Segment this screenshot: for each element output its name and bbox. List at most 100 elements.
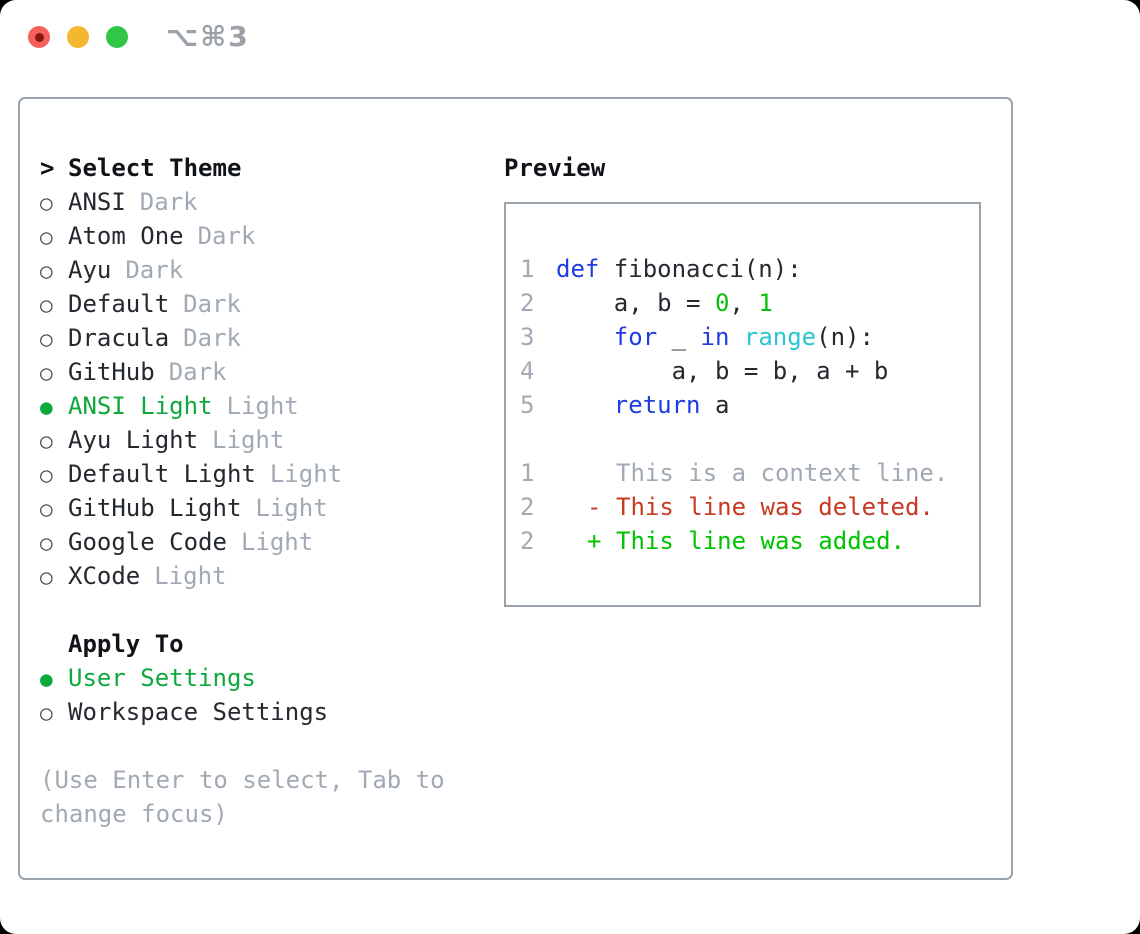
- radio-icon: ○: [40, 259, 53, 283]
- titlebar: ⌥⌘3: [0, 0, 1140, 75]
- code-line: 1 def fibonacci(n):: [520, 252, 979, 286]
- line-number: 2: [520, 527, 535, 555]
- theme-variant: Light: [212, 426, 285, 454]
- theme-variant: Dark: [197, 222, 256, 250]
- radio-icon: ○: [40, 463, 53, 487]
- code-content: def fibonacci(n):: [556, 255, 802, 283]
- code-content: a, b = b, a + b: [556, 357, 889, 385]
- line-number: 5: [520, 391, 535, 419]
- code-token: [556, 391, 614, 419]
- hint-text: (Use Enter to select, Tab to change focu…: [40, 766, 445, 828]
- radio-icon: ○: [40, 327, 53, 351]
- theme-variant: Light: [269, 460, 343, 488]
- theme-option[interactable]: ○ ANSI Dark: [40, 185, 500, 219]
- radio-icon: ●: [40, 667, 53, 691]
- code-content: a, b = 0, 1: [556, 289, 773, 317]
- theme-name: Google Code: [68, 528, 227, 556]
- diff-line: 2+This line was added.: [520, 524, 979, 558]
- code-token: range: [743, 323, 817, 351]
- line-number: 2: [520, 289, 535, 317]
- zoom-button[interactable]: [106, 26, 128, 48]
- diff-line: 1 This is a context line.: [520, 456, 979, 490]
- theme-variant: Dark: [139, 188, 198, 216]
- theme-variant: Dark: [183, 290, 241, 318]
- diff-marker-icon: [587, 456, 616, 490]
- diff-text: This line was deleted.: [616, 493, 934, 521]
- window-title: ⌥⌘3: [166, 20, 250, 53]
- theme-option[interactable]: ○ GitHub Dark: [40, 355, 500, 389]
- minimize-button[interactable]: [67, 26, 89, 48]
- theme-name: Default: [68, 290, 170, 318]
- code-token: _: [657, 323, 701, 351]
- theme-name: GitHub: [68, 358, 155, 386]
- code-token: [729, 323, 743, 351]
- code-token: 0: [714, 289, 730, 317]
- apply-to-option[interactable]: ○ Workspace Settings: [40, 695, 500, 729]
- code-line: 2 a, b = 0, 1: [520, 286, 979, 320]
- apply-to-label: Workspace Settings: [68, 698, 329, 726]
- apply-to-title: Apply To: [68, 630, 184, 658]
- theme-name: ANSI: [68, 188, 126, 216]
- code-token: in: [700, 323, 730, 351]
- line-number: 2: [520, 493, 535, 521]
- radio-icon: ○: [40, 191, 53, 215]
- diff-preview: 1 This is a context line. 2 -This line was…: [520, 456, 979, 558]
- theme-name: GitHub Light: [68, 494, 242, 522]
- apply-to-label: User Settings: [68, 664, 256, 692]
- line-number: 1: [520, 255, 535, 283]
- theme-variant: Dark: [168, 358, 227, 386]
- line-number: 3: [520, 323, 535, 351]
- diff-line: 2 -This line was deleted.: [520, 490, 979, 524]
- diff-marker-icon: -: [587, 493, 602, 521]
- apply-to-header: Apply To: [40, 627, 500, 661]
- apply-to-section: Apply To ● User Settings ○ Workspace Settin…: [40, 627, 500, 729]
- diff-text: This is a context line.: [616, 459, 949, 487]
- radio-icon: ○: [40, 565, 53, 589]
- close-button[interactable]: [28, 26, 50, 48]
- code-token: for: [613, 323, 658, 351]
- theme-variant: Dark: [183, 324, 241, 352]
- code-token: def: [556, 255, 600, 283]
- apply-to-list: ● User Settings ○ Workspace Settings: [40, 661, 500, 729]
- code-token: [556, 323, 614, 351]
- code-line: 5 return a: [520, 388, 979, 422]
- diff-text: This line was added.: [616, 527, 905, 555]
- preview-spacer: [520, 422, 979, 456]
- theme-name: XCode: [68, 562, 141, 590]
- code-content: for _ in range(n):: [556, 323, 874, 351]
- theme-variant: Dark: [125, 256, 184, 284]
- radio-icon: ○: [40, 701, 53, 725]
- close-dot-icon: [34, 32, 44, 42]
- code-content: return a: [556, 391, 730, 419]
- focus-caret-icon: >: [40, 154, 55, 182]
- preview-header: Preview: [504, 154, 606, 182]
- window-controls: [28, 26, 128, 48]
- line-number: 1: [520, 459, 535, 487]
- theme-option[interactable]: ○ GitHub Light Light: [40, 491, 500, 525]
- apply-to-option[interactable]: ● User Settings: [40, 661, 500, 695]
- code-token: (n):: [816, 323, 874, 351]
- theme-variant: Light: [240, 528, 314, 556]
- code-token: a, b = b, a + b: [556, 357, 889, 385]
- radio-icon: ○: [40, 497, 53, 521]
- theme-variant: Light: [255, 494, 328, 522]
- radio-icon: ○: [40, 361, 53, 385]
- code-line: 4 a, b = b, a + b: [520, 354, 979, 388]
- radio-icon: ○: [40, 429, 53, 453]
- code-line: 3 for _ in range(n):: [520, 320, 979, 354]
- code-token: return: [613, 391, 701, 419]
